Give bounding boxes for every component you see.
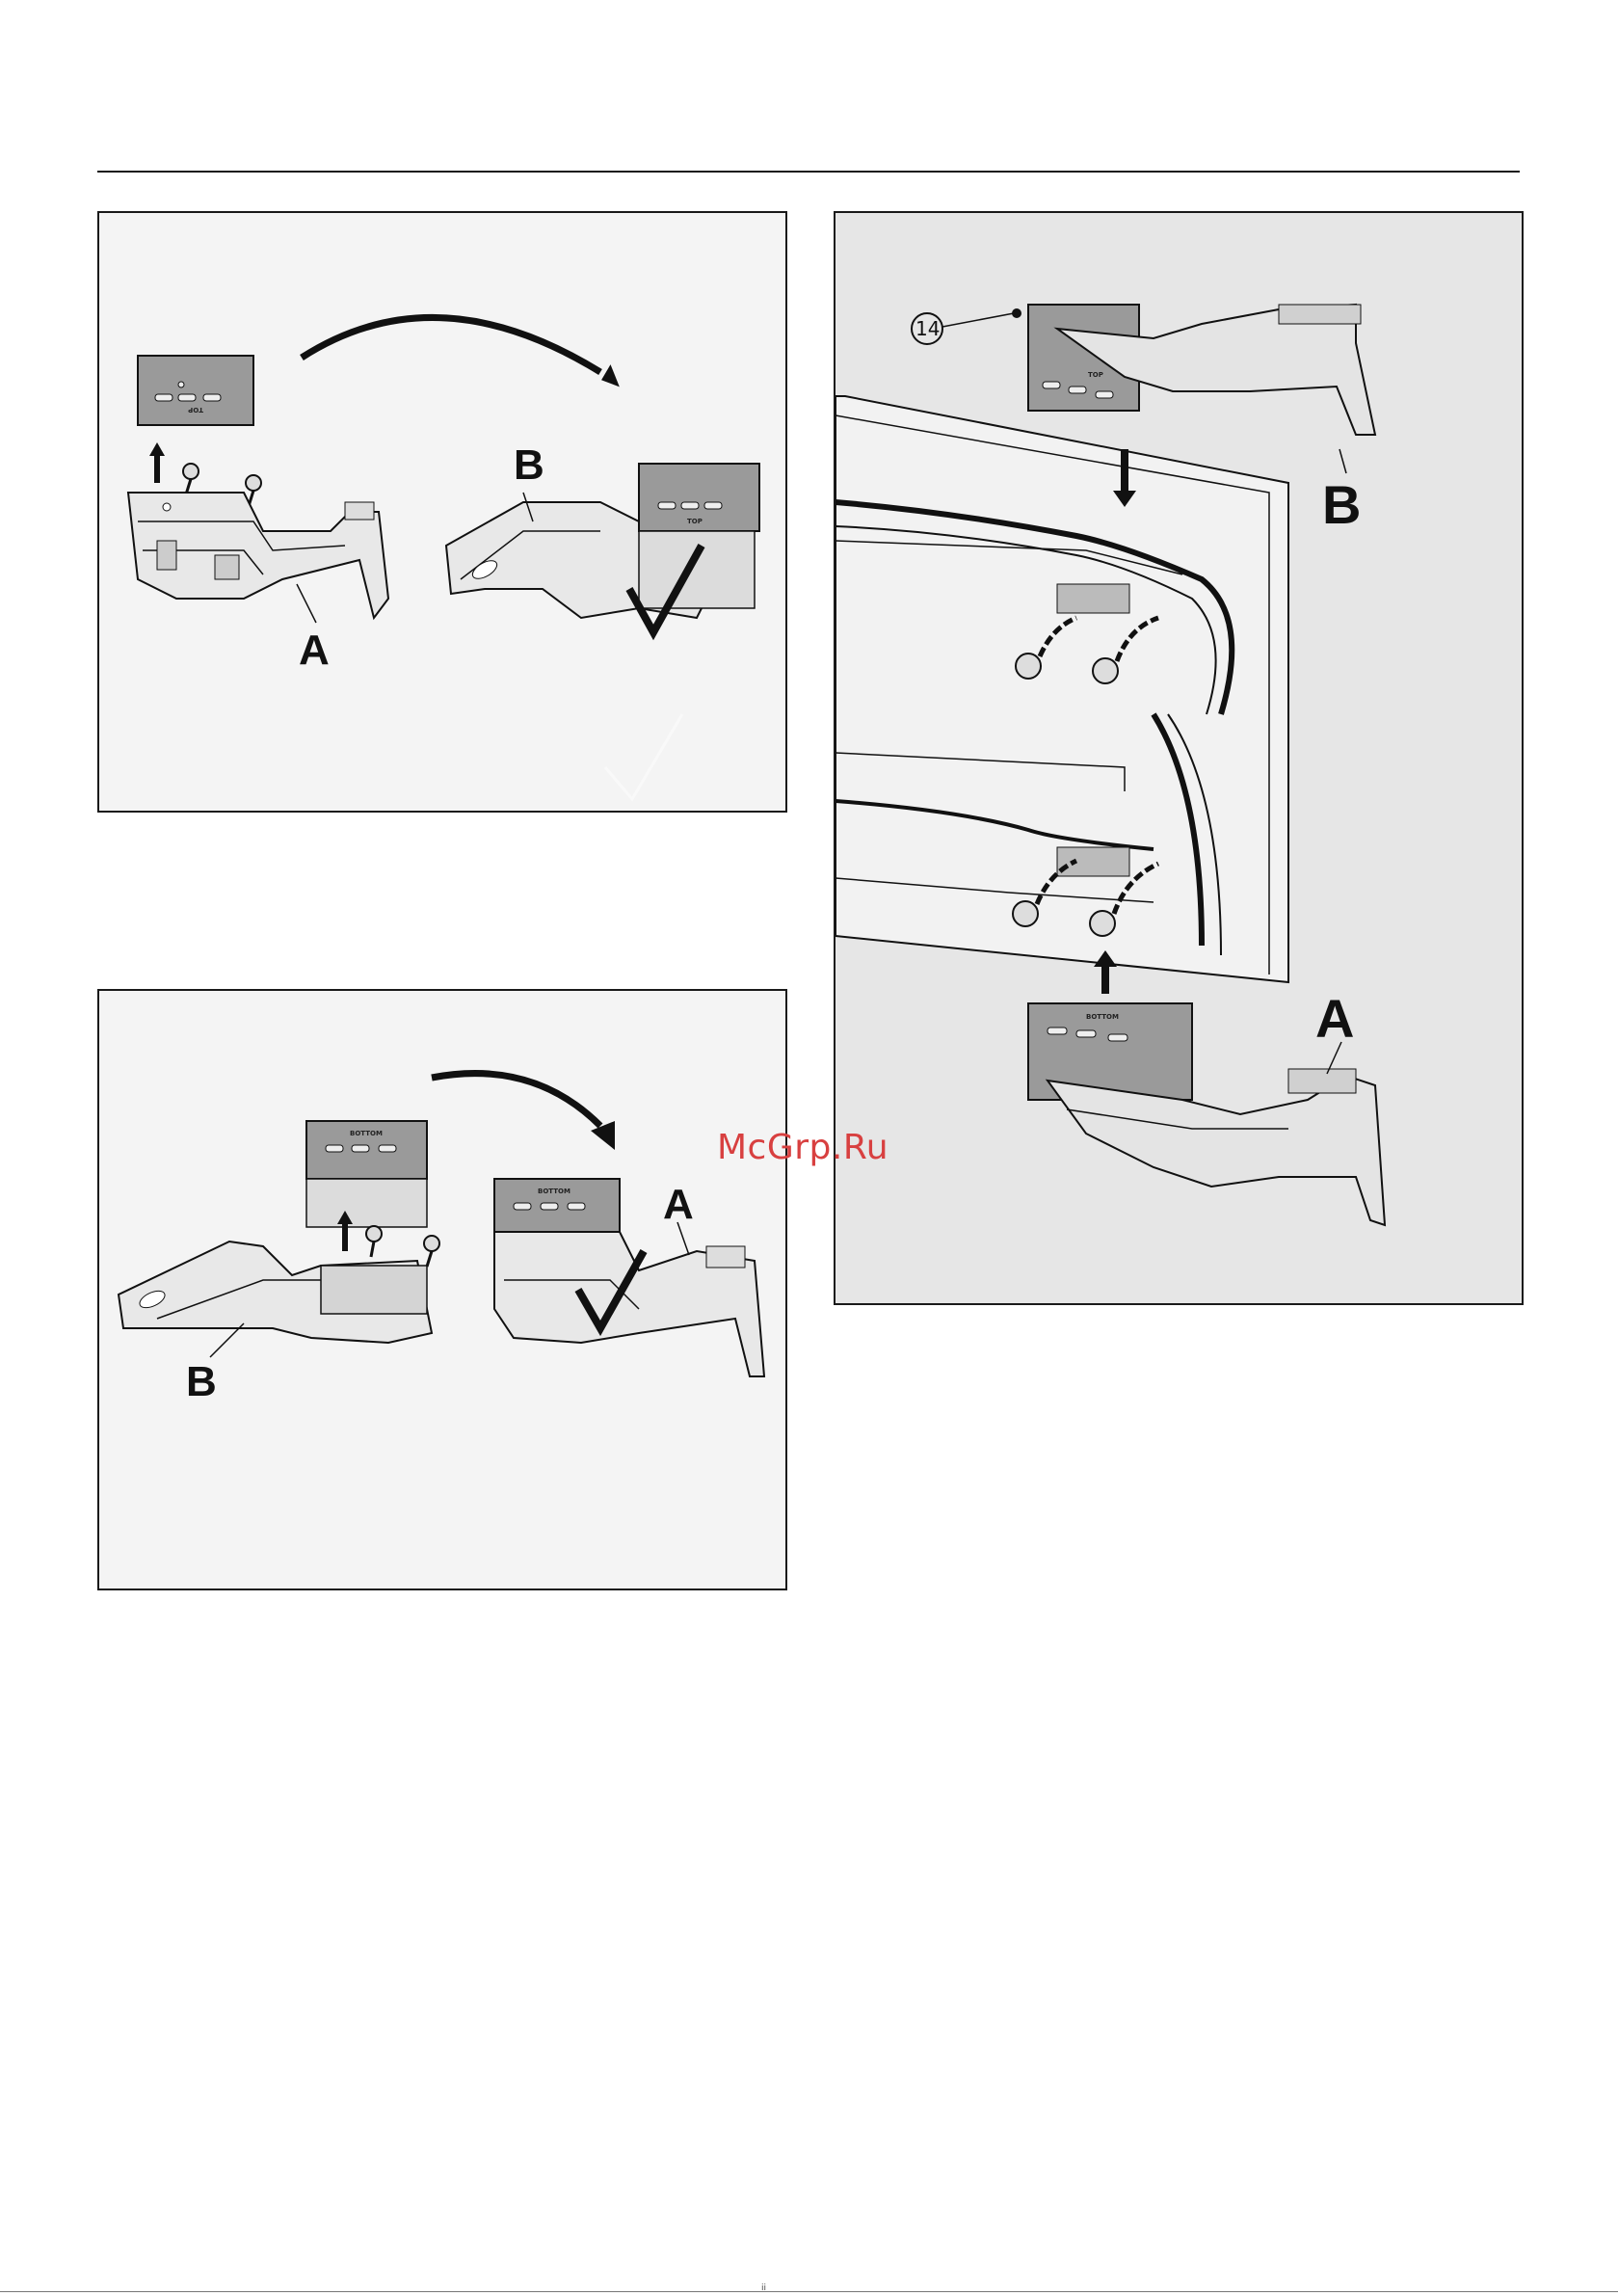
- mounting-plate-left: TOP: [138, 356, 253, 425]
- door-drawing: [836, 396, 1288, 982]
- label-a: A: [663, 1181, 694, 1228]
- mounting-plate-left: BOTTOM: [306, 1121, 427, 1227]
- footer-line: [0, 2291, 1618, 2292]
- label-a: A: [1315, 988, 1354, 1049]
- screw-icon: [246, 475, 261, 491]
- hinge-a-drawing: [128, 493, 388, 623]
- label-b: B: [1322, 474, 1361, 535]
- header-rule: [97, 171, 1520, 173]
- label-a: A: [299, 627, 330, 674]
- stamp-text: BOTTOM: [538, 1188, 570, 1195]
- screw-icon: [366, 1226, 382, 1241]
- label-b: B: [514, 441, 544, 489]
- stamp-text: TOP: [188, 406, 203, 414]
- hinge-a-swap-illustration: TOP A TOP: [99, 213, 789, 814]
- stamp-text: TOP: [687, 518, 703, 525]
- footer-mark: ii: [761, 2283, 766, 2293]
- hinge-b-swap-illustration: BOTTOM B BOTTOM: [99, 991, 789, 1592]
- curved-arrow-icon: [432, 1074, 600, 1126]
- hinge-b-drawing: TOP: [1028, 305, 1375, 435]
- label-b: B: [186, 1358, 217, 1405]
- stamp-text: TOP: [1088, 371, 1103, 379]
- watermark-text: McGrp.Ru: [717, 1128, 889, 1167]
- hinge-b-drawing: TOP: [446, 464, 759, 618]
- curved-arrow-icon: [302, 317, 600, 372]
- stamp-text: BOTTOM: [350, 1130, 383, 1137]
- screw-icon: [424, 1236, 439, 1251]
- figure-panel-bottom-hinge: BOTTOM B BOTTOM: [97, 989, 787, 1590]
- checkmark-faint-icon: [605, 714, 682, 799]
- screw-icon: [183, 464, 199, 479]
- callout-number: 14: [915, 317, 940, 340]
- figure-panel-door-mounting: TOP B 14 BOTTOM: [834, 211, 1524, 1305]
- door-hinge-mounting-illustration: TOP B 14 BOTTOM: [836, 213, 1525, 1307]
- hinge-b-drawing: [119, 1241, 432, 1343]
- stamp-text: BOTTOM: [1086, 1013, 1119, 1021]
- figure-panel-top-hinge: TOP A TOP: [97, 211, 787, 813]
